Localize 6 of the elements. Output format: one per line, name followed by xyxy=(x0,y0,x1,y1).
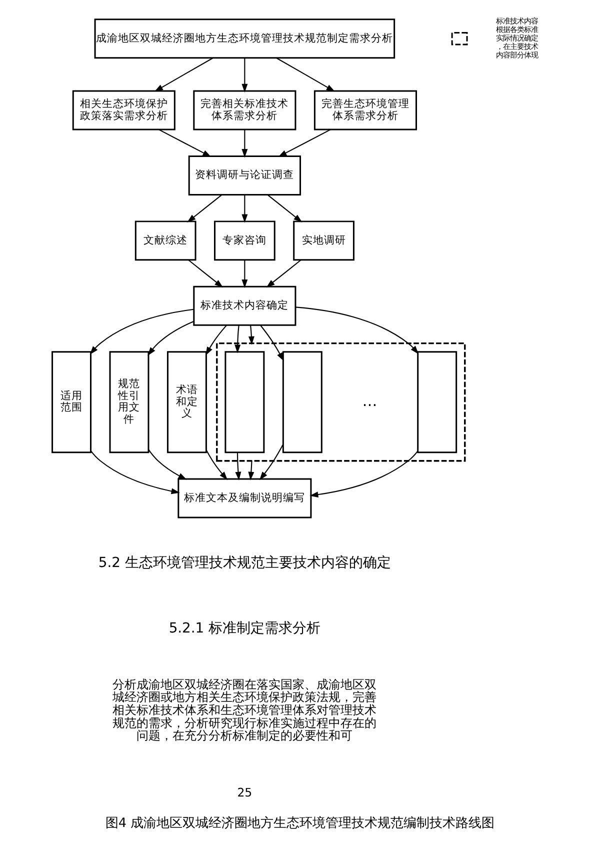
label: 5.2.1 标准制定需求分析 xyxy=(168,620,321,636)
label: 25 xyxy=(237,785,252,800)
caption: 图4 成渝地区双城经济圈地方生态环境管理技术规范编制技术路线图 xyxy=(105,816,495,832)
label: 分析成渝地区双城经济圈在落实国家、成渝地区双城经济圈或地方相关生态环境保护政策法规，完善相关标准技术体系和生态环境管理体系对管理技术规范的需求，分析研究现行标准实施过程中存在的问题，在充分分析标准制定的必要性和可 xyxy=(112,677,377,743)
label: … xyxy=(362,392,378,410)
label: 5.2 生态环境管理技术规范主要技术内容的确定 xyxy=(98,555,391,572)
